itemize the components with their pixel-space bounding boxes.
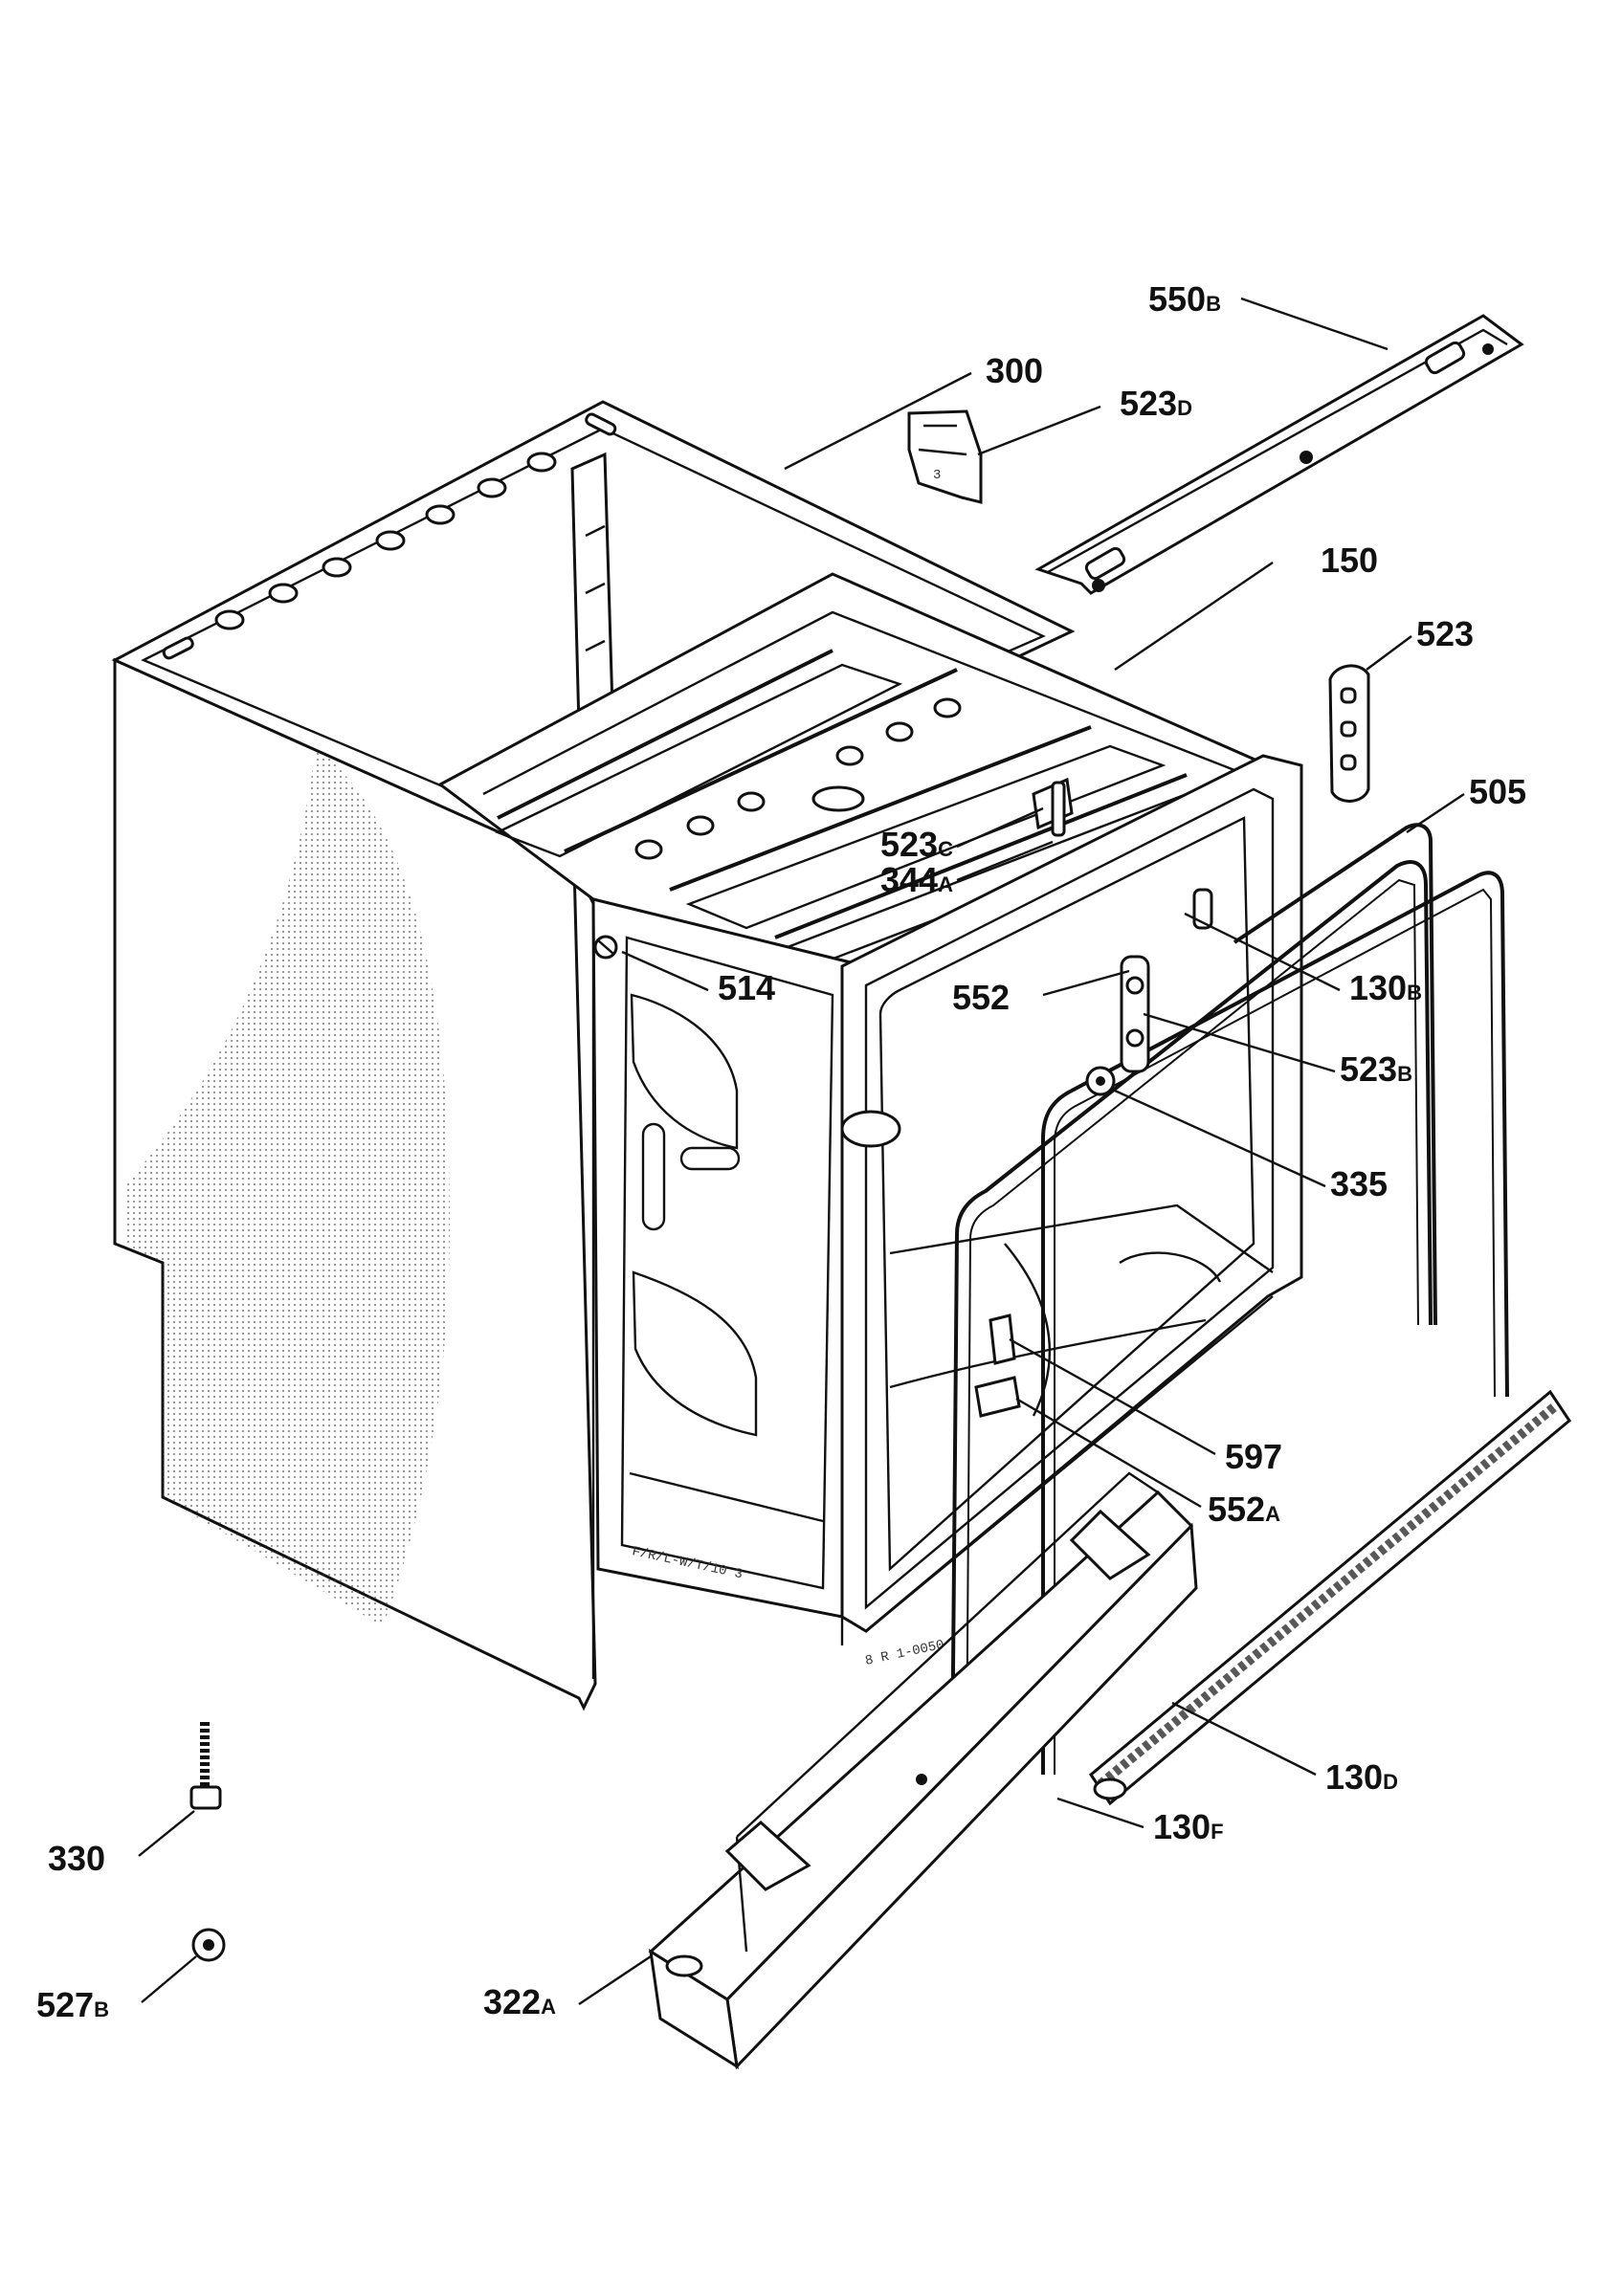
callout-514: 514 bbox=[718, 968, 775, 1007]
callout-150: 150 bbox=[1321, 541, 1378, 580]
callout-523b: 523B bbox=[1340, 1049, 1412, 1089]
bracket-523d: 3 bbox=[907, 409, 983, 504]
callout-597: 597 bbox=[1225, 1437, 1282, 1476]
top-frame-holes bbox=[162, 412, 617, 660]
callout-322a: 322A bbox=[483, 1982, 556, 2021]
callout-552a: 552A bbox=[1208, 1490, 1280, 1529]
hinge-523b bbox=[1120, 955, 1150, 1073]
clip-552 bbox=[1192, 888, 1213, 930]
callout-130b: 130B bbox=[1349, 968, 1422, 1007]
callout-505: 505 bbox=[1469, 772, 1526, 811]
bolt-330 bbox=[189, 1722, 222, 1810]
clip-597 bbox=[989, 1314, 1016, 1365]
side-panel-shading bbox=[124, 746, 450, 1626]
rail-550b bbox=[1034, 314, 1524, 595]
callout-300: 300 bbox=[986, 351, 1043, 390]
bracket-523 bbox=[1328, 664, 1370, 803]
base-rail-322a bbox=[648, 1471, 1198, 2070]
callout-labels: 550B 300 523D 150 523 505 523C 344A 514 … bbox=[36, 279, 1526, 2024]
strip-130d bbox=[1089, 1389, 1571, 1806]
callout-130f: 130F bbox=[1153, 1807, 1224, 1846]
callout-523c: 523C bbox=[880, 825, 953, 864]
tub-top-holes bbox=[634, 697, 962, 860]
callout-335: 335 bbox=[1330, 1164, 1388, 1203]
svg-text:3: 3 bbox=[933, 468, 941, 483]
screw-335 bbox=[1085, 1066, 1116, 1096]
callout-344a: 344A bbox=[880, 860, 953, 899]
seal-130f bbox=[1041, 871, 1509, 1775]
callout-130d: 130D bbox=[1325, 1757, 1398, 1797]
callout-523: 523 bbox=[1416, 614, 1474, 653]
callout-330: 330 bbox=[48, 1839, 105, 1878]
callout-527b: 527B bbox=[36, 1985, 109, 2024]
nut-527b bbox=[191, 1928, 226, 1962]
callout-552: 552 bbox=[952, 978, 1010, 1017]
hinge-523c bbox=[1032, 777, 1074, 837]
callout-550b: 550B bbox=[1148, 279, 1221, 319]
callout-523d: 523D bbox=[1120, 384, 1192, 423]
leader-lines bbox=[138, 297, 1465, 2005]
clip-552a bbox=[974, 1376, 1021, 1418]
seal-505 bbox=[1233, 823, 1437, 1326]
screw-514 bbox=[593, 935, 618, 960]
